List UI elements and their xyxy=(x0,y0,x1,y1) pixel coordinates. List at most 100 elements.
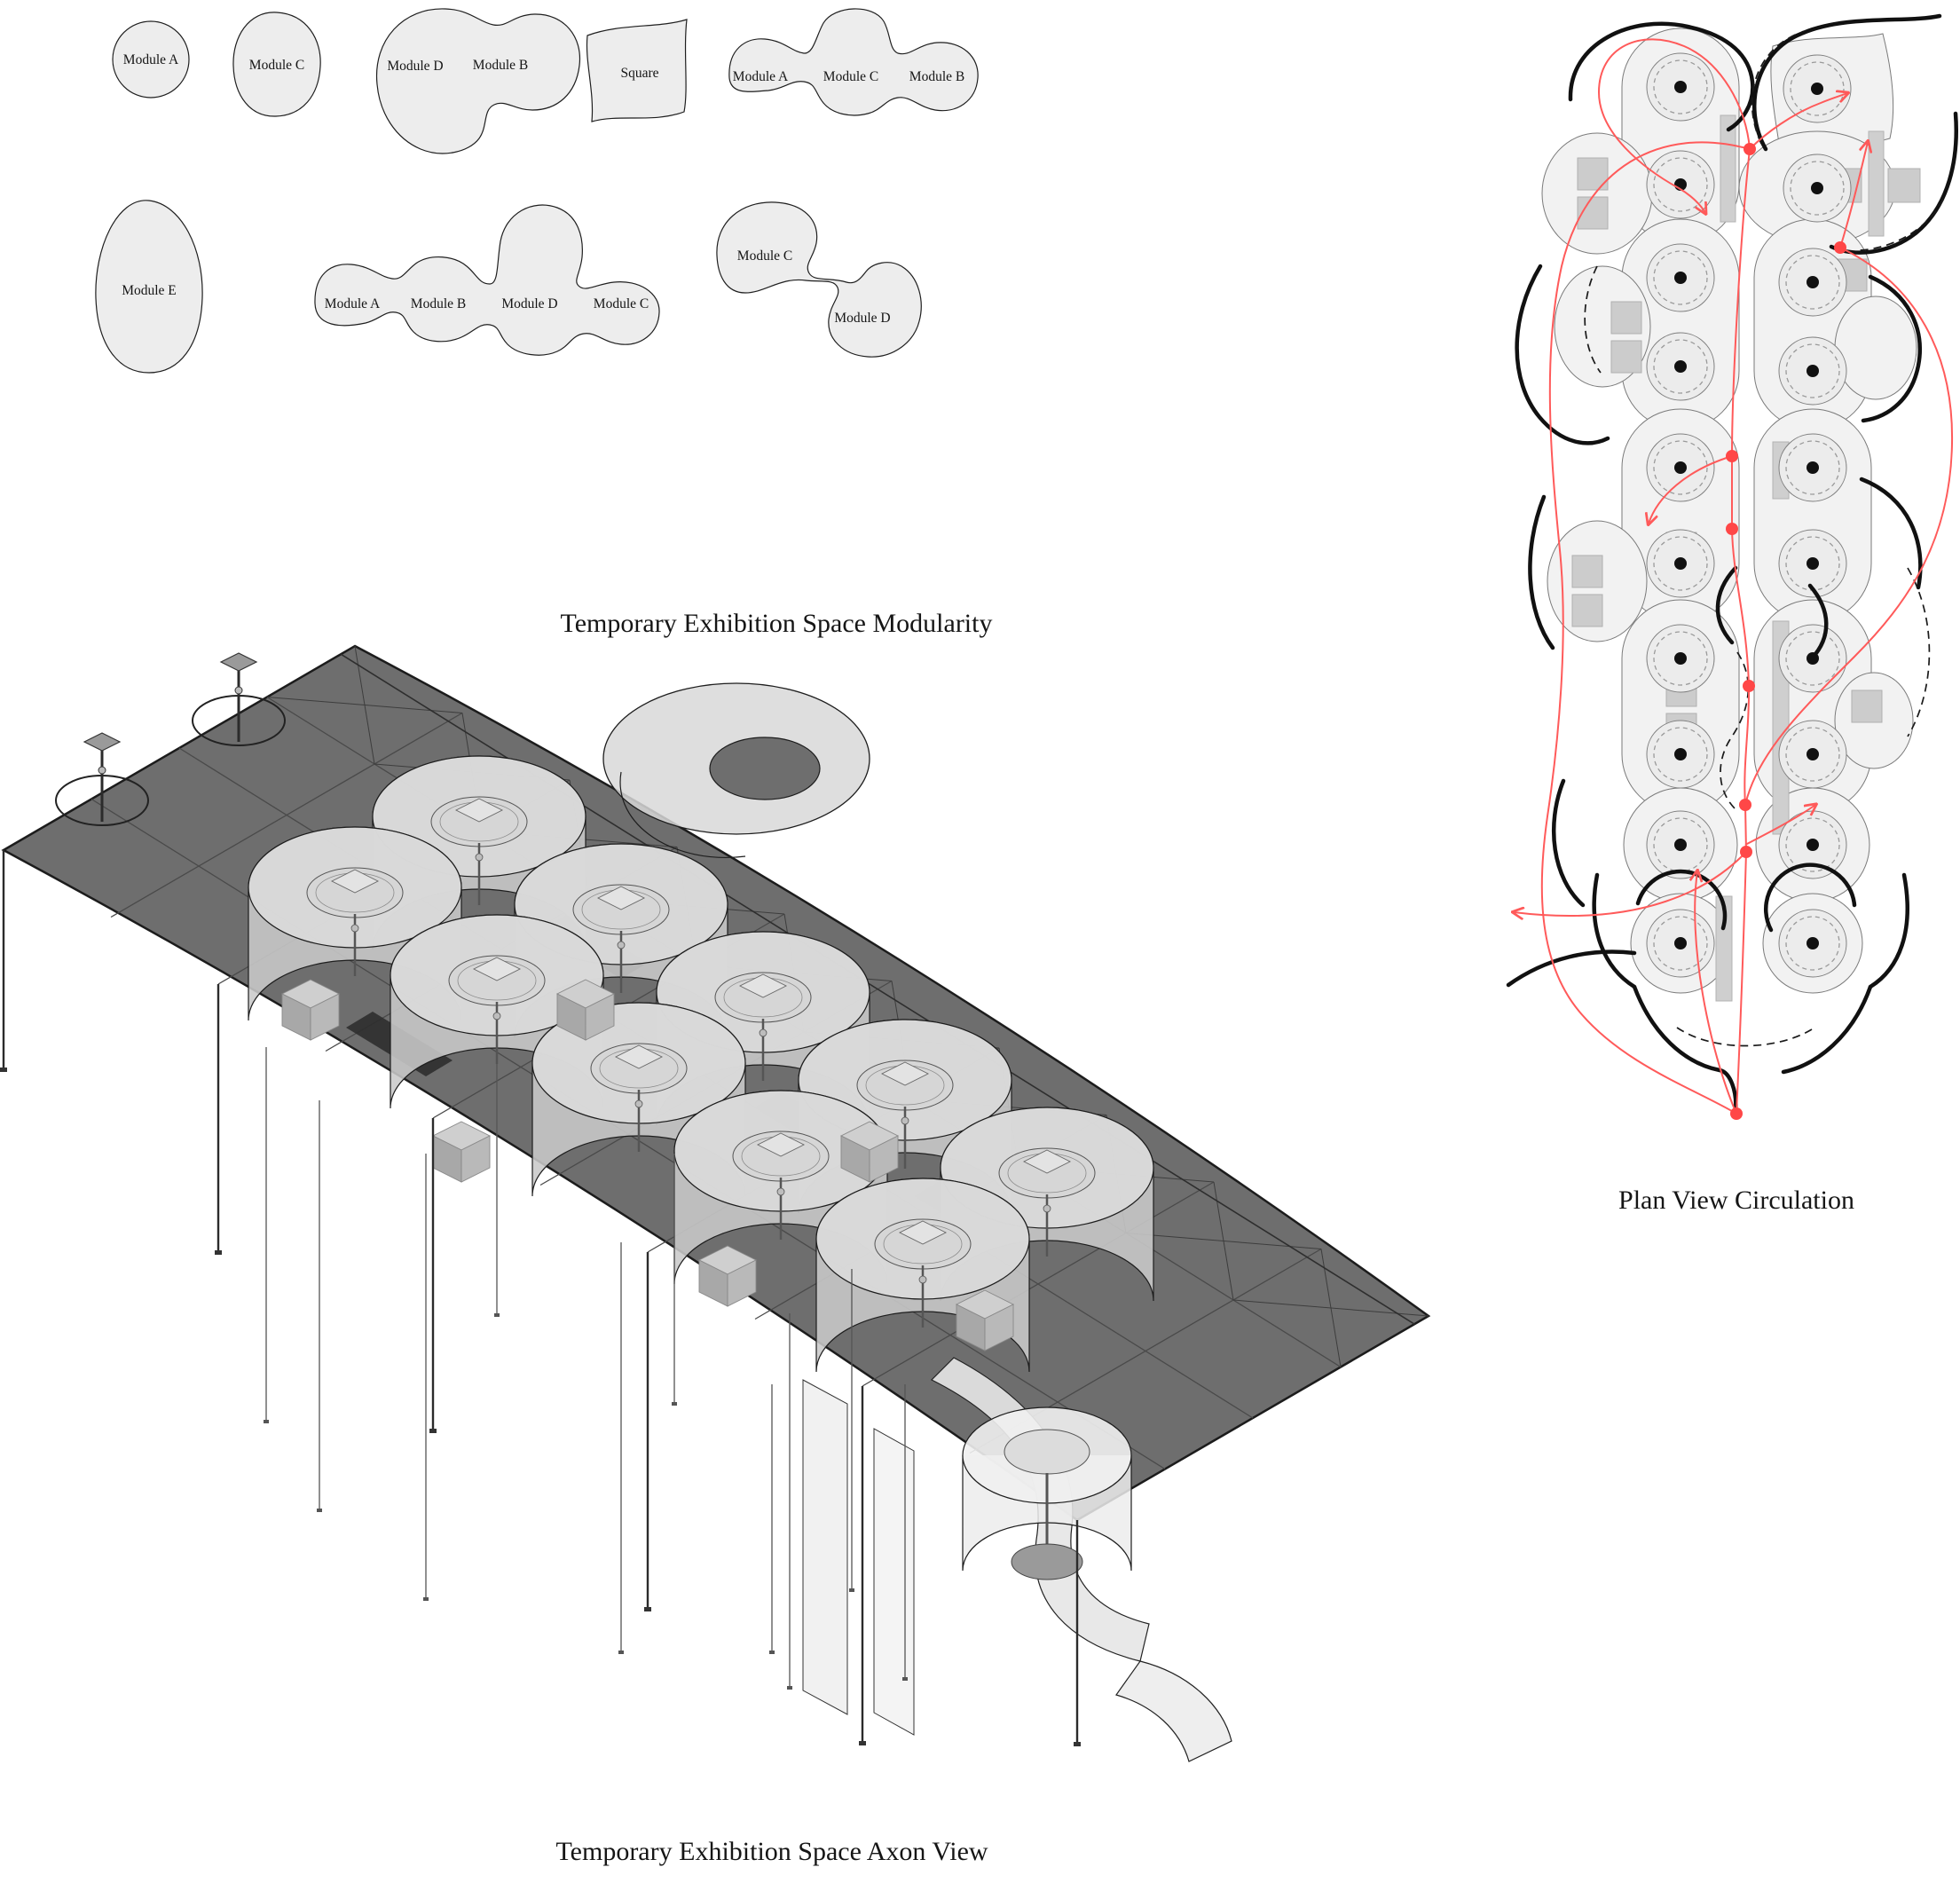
module-e-shape xyxy=(95,200,203,374)
axon-view: Temporary Exhibition Space Axon View xyxy=(0,644,1431,1866)
roof-fixture xyxy=(55,732,149,826)
module-label: Module B xyxy=(473,58,528,73)
module-label: Module B xyxy=(909,69,964,84)
pod-column-dot xyxy=(1674,557,1687,570)
rod-foot xyxy=(672,1402,677,1406)
table-square-top xyxy=(898,1220,948,1245)
pod xyxy=(390,914,604,1109)
pod-table xyxy=(430,796,528,905)
pod-column-dot xyxy=(1811,83,1823,95)
pod-column-dot xyxy=(1807,276,1819,288)
module-c-shape xyxy=(232,12,321,117)
pod-dashed-ring xyxy=(1653,727,1708,782)
roof-fixture xyxy=(192,652,286,746)
table-square-top xyxy=(330,869,380,894)
pod-column-dot xyxy=(1674,937,1687,949)
pod-table xyxy=(714,972,812,1081)
module-label: Module E xyxy=(122,283,177,298)
pod-column-dot xyxy=(1674,81,1687,93)
module-c-d-shape xyxy=(716,201,922,358)
plan-view-circulation: Plan View Circulation xyxy=(1506,13,1958,1215)
box-right-face xyxy=(585,993,615,1041)
plan-pod xyxy=(1778,248,1847,317)
plan-circulation-paths xyxy=(1514,38,1954,1115)
plan-pod xyxy=(1646,810,1715,879)
pod-column-dot xyxy=(1674,360,1687,373)
pod-column-dot xyxy=(1674,272,1687,284)
pod xyxy=(815,1178,1030,1373)
axon-caption: Temporary Exhibition Space Axon View xyxy=(555,1837,988,1866)
plinth-box xyxy=(431,1121,492,1183)
pod-dashed-ring xyxy=(1653,59,1708,114)
square-shape xyxy=(586,19,688,122)
modularity-diagram: Module A Module C Module D Module B Squa… xyxy=(95,8,993,638)
pedestal-knob xyxy=(492,1012,501,1020)
module-a-shape xyxy=(112,20,190,98)
module-label: Module D xyxy=(834,311,890,326)
pod-table xyxy=(874,1218,972,1328)
pod-dashed-ring xyxy=(1653,631,1708,686)
module-label: Module A xyxy=(733,69,789,84)
rod-foot xyxy=(423,1597,429,1601)
pod-dashed-ring xyxy=(1653,250,1708,305)
pedestal-knob xyxy=(901,1116,909,1125)
plinth-box xyxy=(280,979,341,1041)
plinth-box xyxy=(839,1121,900,1183)
pod-dashed-ring xyxy=(1790,61,1845,116)
table-square-top xyxy=(454,798,504,823)
table-square-top xyxy=(880,1061,930,1086)
rod-foot xyxy=(769,1651,775,1654)
plan-pod xyxy=(1778,336,1847,406)
pod-column-dot xyxy=(1807,365,1819,377)
plan-circulation-nodes xyxy=(1726,143,1846,1120)
rod-foot xyxy=(264,1420,269,1423)
exhibition-pods xyxy=(248,755,1154,1373)
table-square-top xyxy=(614,1044,664,1069)
module-label: Module A xyxy=(123,52,179,67)
plan-pod xyxy=(1778,720,1847,789)
plan-pod xyxy=(1783,54,1852,123)
pod-dashed-ring xyxy=(1785,817,1840,872)
table-square-top xyxy=(738,973,788,998)
pod-column-dot xyxy=(1674,748,1687,760)
module-label: Module C xyxy=(594,296,649,311)
pod xyxy=(514,843,728,1038)
plan-pod xyxy=(1646,150,1715,219)
module-a-b-d-c-shape xyxy=(314,204,660,356)
pedestal-knob xyxy=(475,853,484,862)
pod xyxy=(798,1019,1012,1214)
rod-foot xyxy=(618,1651,624,1654)
plan-pod xyxy=(1778,529,1847,598)
pedestal-knob xyxy=(776,1187,785,1196)
pod-column-dot xyxy=(1674,652,1687,665)
pod-dashed-ring xyxy=(1785,727,1840,782)
column-foot xyxy=(859,1741,866,1745)
column-foot xyxy=(0,1068,7,1072)
exit-pod xyxy=(962,1406,1132,1580)
pod-table xyxy=(306,867,404,976)
pod-dashed-ring xyxy=(1653,440,1708,495)
table-square-top xyxy=(756,1132,806,1157)
column-foot xyxy=(1074,1742,1081,1746)
pod-dashed-ring xyxy=(1653,916,1708,971)
pod-table xyxy=(732,1131,830,1240)
pedestal-knob xyxy=(918,1275,927,1284)
pod-dashed-ring xyxy=(1785,440,1840,495)
pod xyxy=(673,1090,888,1285)
pedestal-knob xyxy=(634,1099,643,1108)
plan-pod xyxy=(1646,529,1715,598)
pod-dashed-ring xyxy=(1653,339,1708,394)
plinth-box xyxy=(697,1245,758,1307)
pod-column-dot xyxy=(1807,937,1819,949)
module-a-c-b-shape xyxy=(728,8,979,116)
pod xyxy=(248,826,462,1021)
pod-dashed-ring xyxy=(1785,631,1840,686)
plan-pod xyxy=(1646,909,1715,978)
pod-table xyxy=(572,884,670,993)
exit-ribbons xyxy=(802,1357,1232,1762)
pod-column-dot xyxy=(1807,461,1819,474)
column-foot xyxy=(644,1607,651,1611)
modularity-caption: Temporary Exhibition Space Modularity xyxy=(561,609,993,638)
